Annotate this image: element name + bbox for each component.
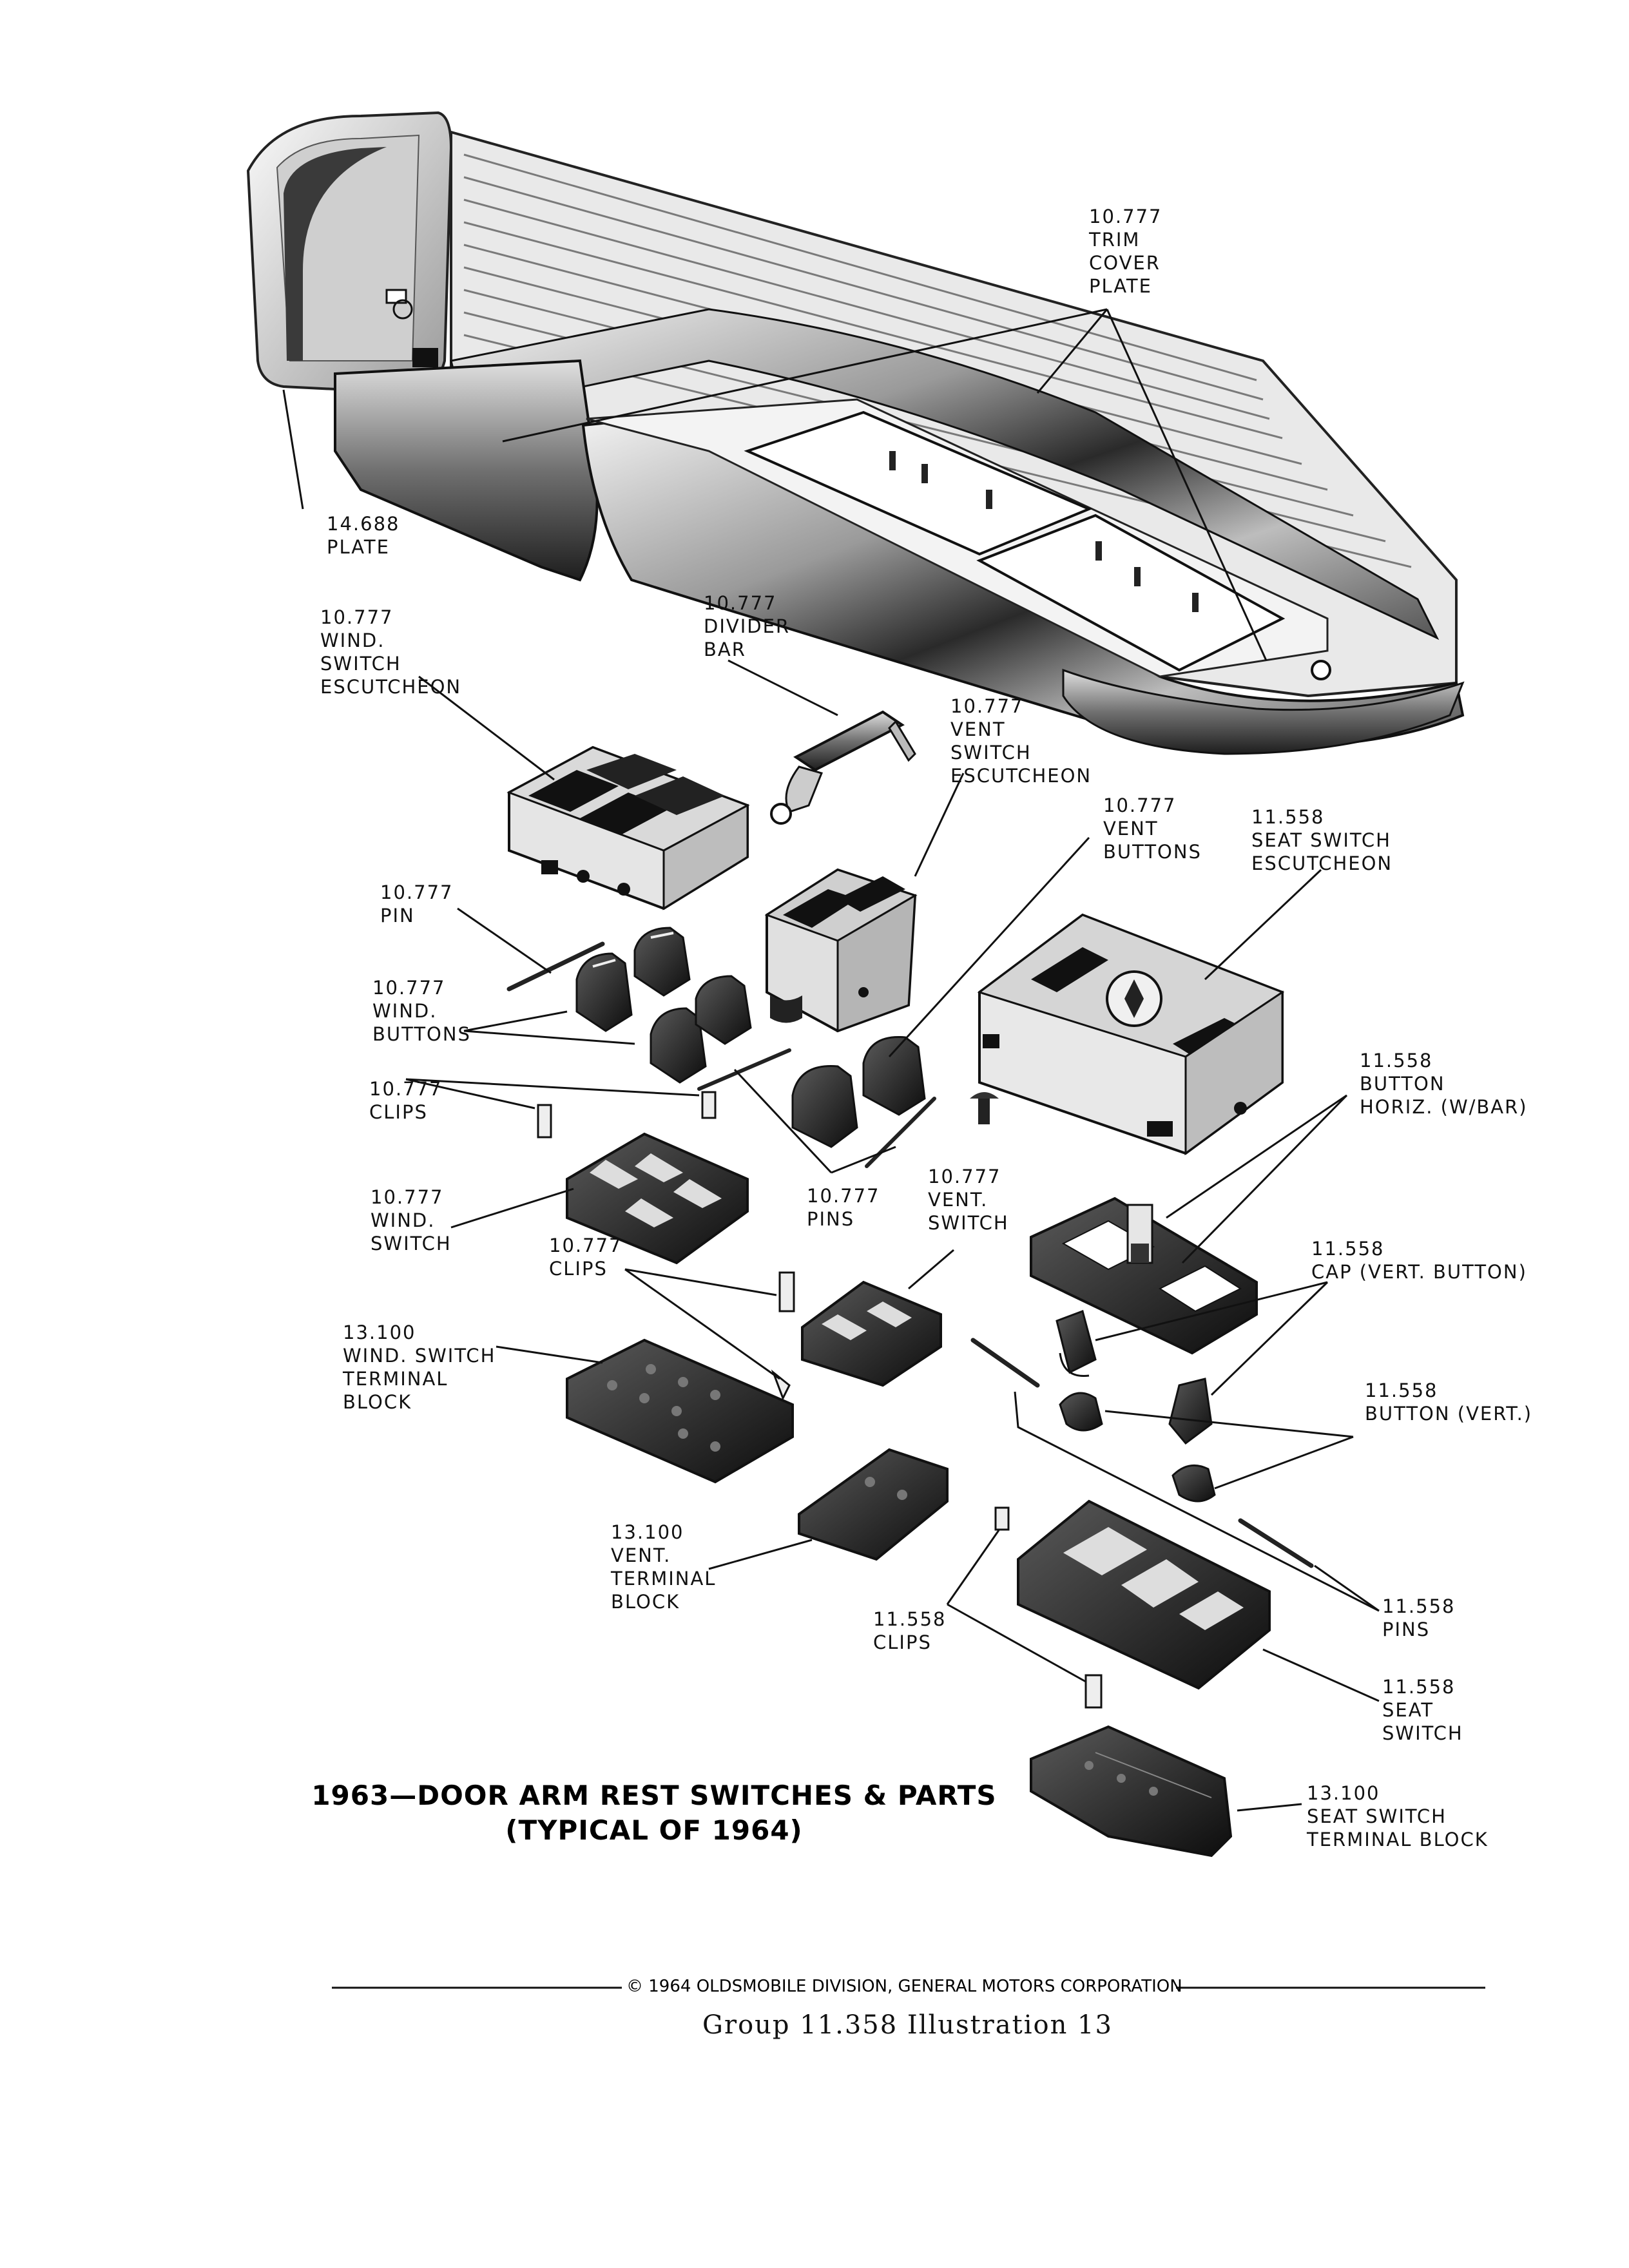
clips-10777-lower-parts [771,1271,795,1401]
title-line-2: (TYPICAL OF 1964) [505,1814,803,1846]
wind-switch-escutcheon [506,745,750,910]
vent-terminal-block [798,1448,949,1561]
divider-bar [770,710,916,825]
screw-part [970,1092,999,1124]
illustration-title: 1963—DOOR ARM REST SWITCHES & PARTS (TYP… [277,1778,1031,1848]
vent-switch-escutcheon [764,868,918,1033]
trim-cover-plate [246,111,1465,755]
vent-switch [801,1280,942,1387]
pins-11558-parts [970,1338,1314,1568]
clips-11558-parts [994,1506,1103,1709]
clips-10777-upper-parts [537,1091,717,1139]
vent-buttons [791,1036,926,1148]
seat-switch [1017,1499,1271,1690]
wind-buttons [575,927,752,1084]
title-line-1: 1963—DOOR ARM REST SWITCHES & PARTS [311,1780,997,1811]
wind-switch-terminal-block [566,1338,794,1484]
group-illustration-line: Group 11.358 Illustration 13 [702,2010,1113,2040]
leader-lines [282,308,1380,1812]
wind-switch [566,1132,749,1265]
seat-switch-terminal-block [1030,1725,1233,1858]
pin-10777 [506,941,605,992]
copyright-line: © 1964 OLDSMOBILE DIVISION, GENERAL MOTO… [626,1977,1182,1996]
seat-switch-escutcheon [977,913,1285,1155]
vertical-button-parts [1055,1310,1216,1503]
